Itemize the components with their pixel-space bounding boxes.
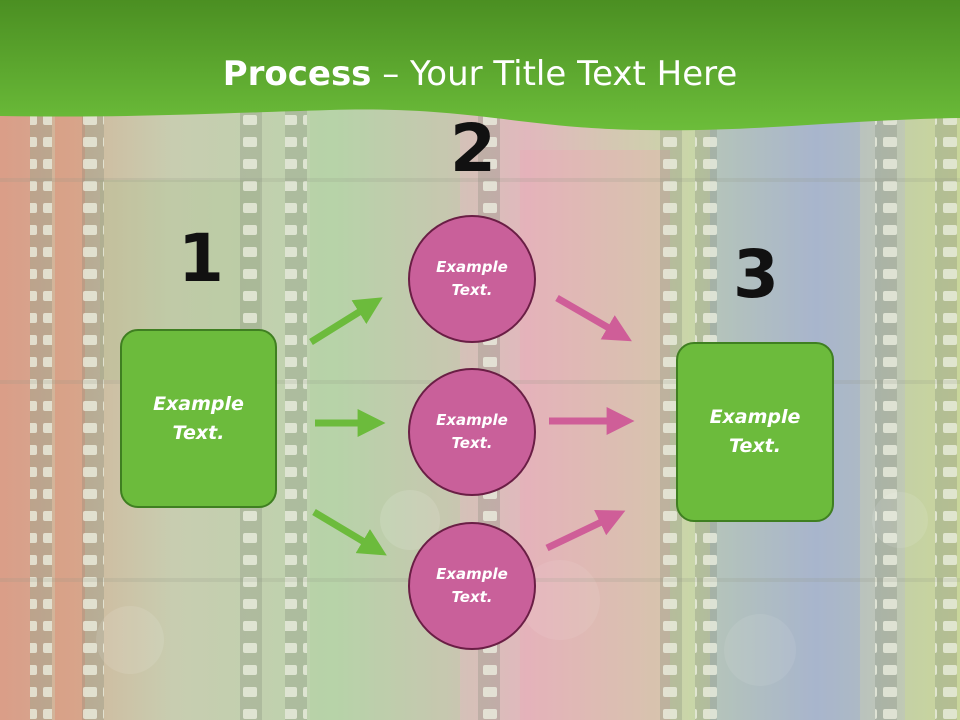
arrow-green-down: [312, 508, 387, 556]
step-number-1: 1: [178, 220, 224, 297]
header-band: [0, 0, 960, 131]
end-box: Example Text.: [676, 342, 834, 522]
start-box: Example Text.: [120, 329, 277, 508]
circle-middle-label: Example Text.: [436, 411, 508, 452]
circle-bottom: Example Text.: [408, 522, 536, 650]
arrow-pink-up: [545, 510, 626, 552]
end-box-label: Example Text.: [709, 406, 801, 457]
slide-title: Process – Your Title Text Here: [0, 52, 960, 96]
circle-middle: Example Text.: [408, 368, 536, 496]
circle-bottom-label: Example Text.: [436, 565, 508, 606]
step-number-2: 2: [450, 110, 496, 187]
title-rest: – Your Title Text Here: [371, 54, 738, 94]
circle-top-label: Example Text.: [436, 258, 508, 299]
arrow-green-up: [309, 297, 383, 345]
title-bold: Process: [222, 54, 372, 94]
arrow-pink-down: [555, 294, 632, 342]
step-number-3: 3: [733, 236, 779, 313]
circle-top: Example Text.: [408, 215, 536, 343]
start-box-label: Example Text.: [153, 392, 244, 444]
